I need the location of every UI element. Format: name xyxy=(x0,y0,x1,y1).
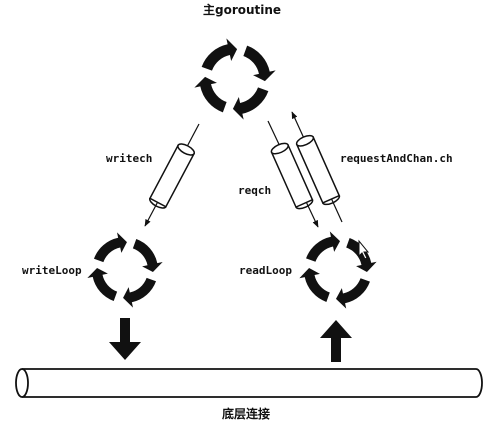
cycle-arrow-segment xyxy=(93,232,127,263)
reqch-channel-pipe xyxy=(270,142,314,210)
readloop-cycle-icon xyxy=(299,231,377,309)
write-to-connection-arrow xyxy=(109,318,141,360)
main-goroutine-label: 主goroutine xyxy=(203,3,282,17)
cycle-arrow-segment xyxy=(346,238,377,273)
cycle-arrow-segment xyxy=(87,268,118,302)
writech-channel-pipe xyxy=(148,143,196,209)
writeloop-label: writeLoop xyxy=(22,264,82,277)
writech-label: writech xyxy=(106,152,153,165)
cycle-arrow-segment xyxy=(132,238,163,272)
cycle-arrow-segment xyxy=(299,267,330,302)
bottom-connection-cylinder xyxy=(15,368,483,398)
cycle-arrow-segment xyxy=(232,87,269,120)
reqch-label: reqch xyxy=(238,184,272,197)
cycle-arrow-segment xyxy=(123,277,157,308)
cycle-arrow-segment xyxy=(335,278,370,309)
mouse-pointer-icon xyxy=(358,239,370,260)
cycle-arrow-segment xyxy=(306,231,341,262)
cycle-arrow-segment xyxy=(201,38,238,71)
readloop-label: readLoop xyxy=(239,264,292,277)
cycle-arrow-segment xyxy=(243,45,276,82)
bottom-connection-label: 底层连接 xyxy=(222,407,271,421)
requestandchan-label: requestAndChan.ch xyxy=(340,152,453,165)
cycle-arrow-segment xyxy=(194,76,227,113)
writeloop-cycle-icon xyxy=(87,232,163,308)
main-goroutine-cycle-icon xyxy=(194,38,276,120)
connection-to-read-arrow xyxy=(320,320,352,362)
requestandchan-channel-pipe xyxy=(295,134,341,206)
